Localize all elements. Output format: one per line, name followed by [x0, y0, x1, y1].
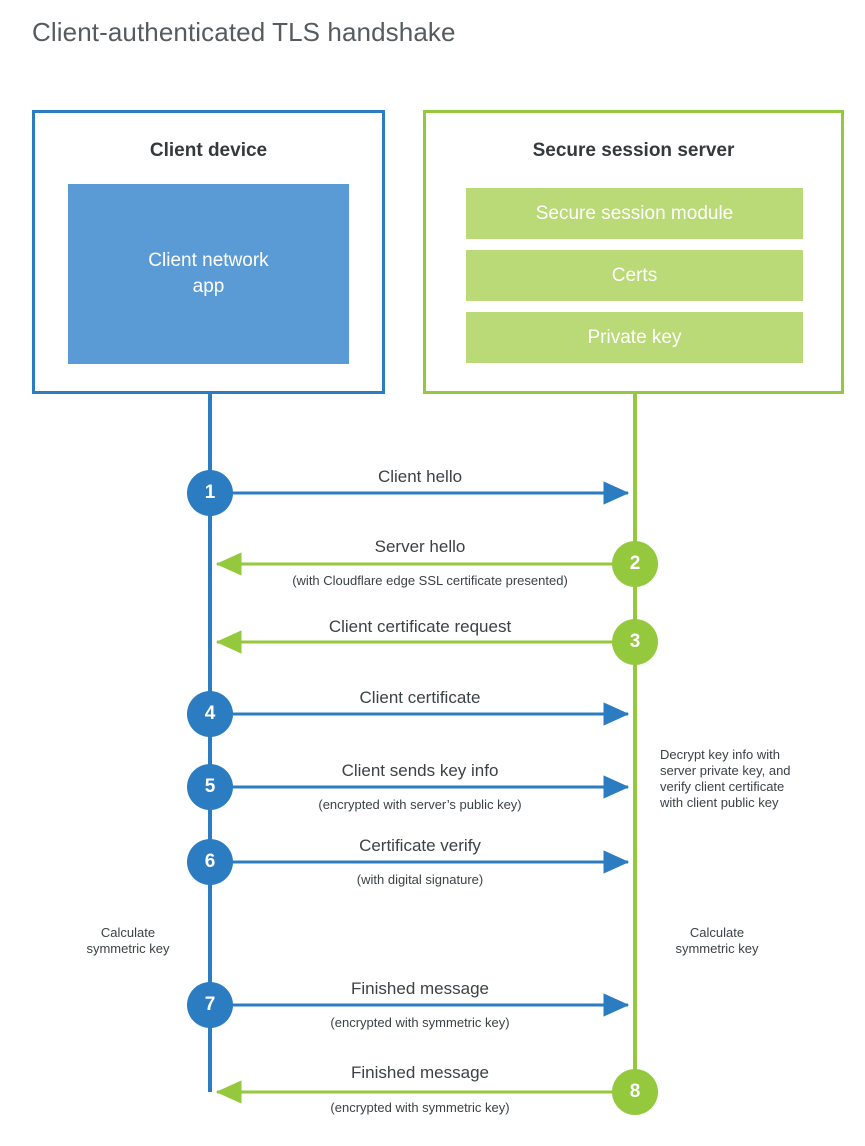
step-number-7: 7: [187, 982, 233, 1028]
step-label-6: Certificate verify: [359, 836, 481, 855]
client-device-box: Client device Client network app: [32, 110, 385, 394]
step-sublabel-7: (encrypted with symmetric key): [330, 1015, 510, 1030]
step-label-1: Client hello: [377, 467, 463, 486]
step-number-1: 1: [187, 470, 233, 516]
step-label-5: Client sends key info: [341, 761, 499, 780]
server-item-private-key: Private key: [466, 312, 803, 363]
server-item-certs: Certs: [466, 250, 803, 301]
note-client-calculate-symmetric-key: Calculate symmetric key: [86, 925, 170, 956]
note-server-calculate-symmetric-key: Calculate symmetric key: [675, 925, 759, 956]
client-network-app-box: Client network app: [68, 184, 349, 364]
step-number-4: 4: [187, 691, 233, 737]
step-number-5: 5: [187, 764, 233, 810]
server-item-secure-session-module: Secure session module: [466, 188, 803, 239]
client-device-title: Client device: [149, 140, 268, 161]
step-sublabel-6: (with digital signature): [356, 872, 484, 887]
step-sublabel-8: (encrypted with symmetric key): [330, 1100, 510, 1115]
secure-session-server-title: Secure session server: [532, 140, 735, 161]
step-label-7: Finished message: [351, 979, 489, 998]
page-title: Client-authenticated TLS handshake: [32, 17, 456, 47]
step-label-3: Client certificate request: [328, 617, 512, 636]
step-label-2: Server hello: [374, 537, 466, 556]
note-server-decrypt: Decrypt key info with server private key…: [660, 747, 791, 810]
step-number-2: 2: [612, 541, 658, 587]
client-network-app-label: Client network app: [148, 250, 269, 297]
step-number-8: 8: [612, 1069, 658, 1115]
step-sublabel-5: (encrypted with server’s public key): [318, 797, 522, 812]
step-label-4: Client certificate: [359, 688, 481, 707]
step-number-3: 3: [612, 619, 658, 665]
step-sublabel-2: (with Cloudflare edge SSL certificate pr…: [292, 573, 568, 588]
step-label-8: Finished message: [351, 1063, 489, 1082]
secure-session-server-box: Secure session server Secure session mod…: [423, 110, 844, 394]
step-number-6: 6: [187, 839, 233, 885]
